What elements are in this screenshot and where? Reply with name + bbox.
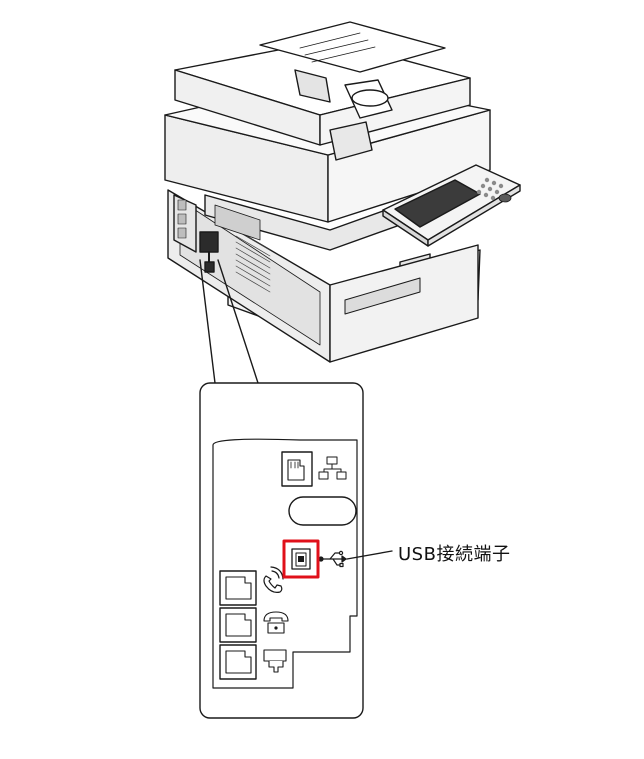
plate-slot [288, 496, 357, 526]
telephone-line-port [219, 570, 257, 606]
zoom-detail-panel [199, 382, 364, 719]
external-telephone-port [219, 607, 257, 643]
handset-port-icon [263, 649, 287, 673]
printer-front-lower [329, 244, 479, 363]
touch-screen [394, 179, 481, 228]
usb-port[interactable] [291, 548, 311, 570]
port-plate [212, 438, 358, 689]
usb-highlight-box [282, 539, 320, 579]
lan-network-icon [318, 456, 347, 480]
lan-port [281, 451, 313, 487]
external-telephone-icon [263, 611, 289, 634]
printer-illustration [164, 21, 521, 363]
callout-leader-line [346, 550, 393, 560]
usb-port-label: USB接続端子 [398, 544, 511, 565]
feeder-input-tray [259, 21, 446, 73]
handset-port [219, 644, 257, 680]
zoom-leader-lines [199, 259, 259, 384]
connected-cable [199, 231, 219, 253]
